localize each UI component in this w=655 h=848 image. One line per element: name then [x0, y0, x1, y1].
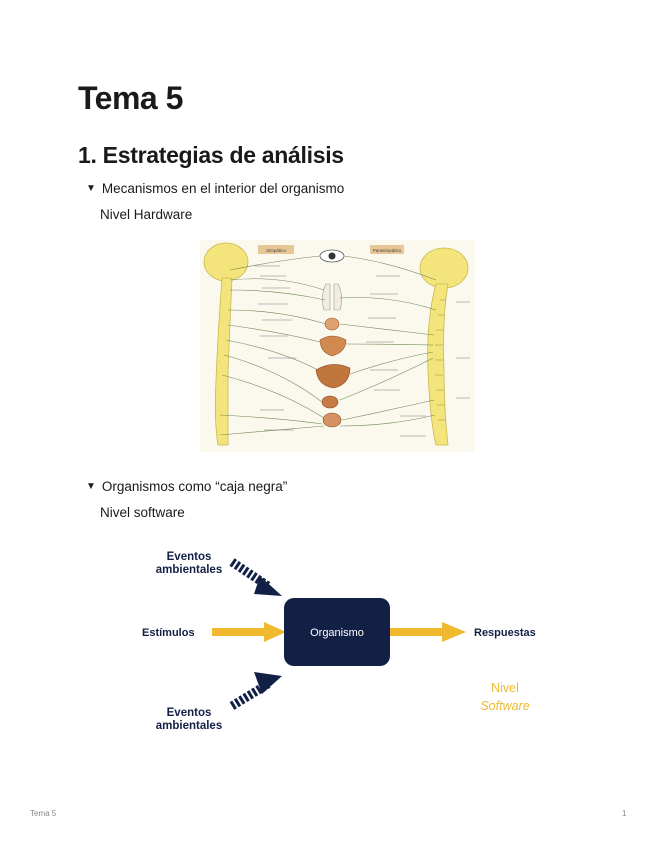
nerve-lines [219, 255, 437, 436]
left-spinal-cord [214, 277, 233, 446]
nivel-hardware-text: Nivel Hardware [100, 207, 193, 222]
eventos-top-line1: Eventos [167, 551, 212, 563]
organismo-label: Organismo [310, 627, 364, 639]
footer-title: Tema 5 [30, 809, 57, 818]
toggle-label: Mecanismos en el interior del organismo [101, 181, 345, 196]
software-label: Software [480, 699, 529, 713]
black-box-diagram: Eventos ambientales Estímulos Organismo … [136, 540, 546, 740]
bladder-organ [322, 412, 342, 428]
black-box-svg: Eventos ambientales Estímulos Organismo … [142, 551, 536, 732]
header-left-box [258, 245, 294, 254]
arrow-top-eventos [229, 558, 282, 596]
nivel-label: Nivel [491, 681, 519, 695]
triangle-down-icon: ▼ [86, 481, 96, 492]
nervous-system-illustration: Simpático Parasimpático [200, 240, 475, 452]
arrow-respuestas [390, 622, 466, 642]
toggle-mecanismos[interactable]: ▼ Mecanismos en el interior del organism… [86, 181, 344, 196]
toggle-label: Organismos como “caja negra” [101, 479, 288, 494]
page-title: Tema 5 [78, 80, 183, 116]
eventos-top-line2: ambientales [156, 564, 222, 576]
left-brain [203, 242, 249, 282]
respuestas-label: Respuestas [474, 627, 536, 639]
liver-organ [315, 364, 351, 389]
header-right-label: Parasimpático [373, 248, 402, 253]
section-title: 1. Estrategias de análisis [78, 142, 344, 168]
nivel-software-text: Nivel software [100, 505, 185, 520]
header-left-label: Simpático [266, 248, 286, 253]
organismo-box [284, 598, 390, 666]
header-right-box [370, 245, 404, 254]
arrow-bottom-eventos [229, 672, 282, 710]
heart-organ [324, 317, 340, 331]
stomach-organ [319, 335, 347, 357]
eventos-bottom-line2: ambientales [156, 720, 222, 732]
kidney-organ [321, 395, 339, 409]
nervous-system-svg: Simpático Parasimpático [200, 240, 475, 452]
annotation-lines [255, 265, 470, 437]
page-number: 1 [622, 809, 627, 818]
triangle-down-icon: ▼ [86, 183, 96, 194]
right-brain [419, 247, 469, 289]
eventos-bottom-line1: Eventos [167, 707, 212, 719]
arrow-estimulos [212, 622, 286, 642]
lungs-organ [322, 283, 342, 311]
toggle-caja-negra[interactable]: ▼ Organismos como “caja negra” [86, 479, 287, 494]
estimulos-label: Estímulos [142, 627, 195, 639]
